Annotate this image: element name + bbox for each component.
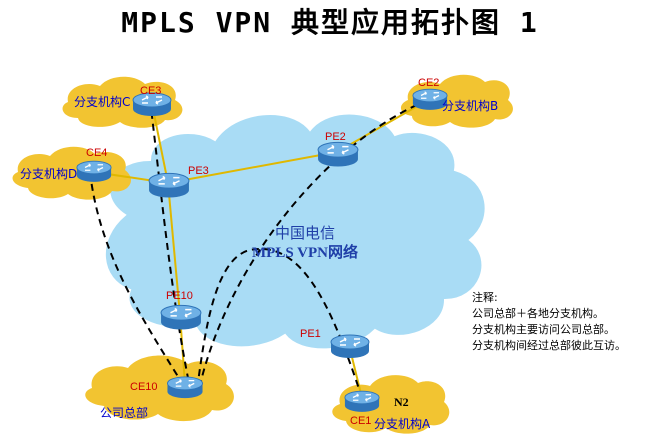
router-pe1-icon[interactable] [330, 334, 370, 359]
notes-line: 分支机构主要访问公司总部。 [472, 322, 615, 336]
label-pe2: PE2 [325, 131, 346, 143]
router-pe10-icon[interactable] [160, 304, 202, 331]
site-cloud-hq [85, 355, 234, 422]
label-n2: N2 [394, 395, 409, 409]
router-pe2-icon[interactable] [317, 141, 359, 168]
site-label-hq: 公司总部 [100, 405, 148, 420]
notes-line: 公司总部＋各地分支机构。 [472, 306, 604, 320]
network-label-line2: MPLS VPN网络 [252, 243, 358, 261]
site-label-a: 分支机构A [374, 416, 431, 431]
label-ce10: CE10 [130, 381, 158, 393]
router-ce1-icon[interactable] [344, 390, 380, 413]
vpn-tunnels [89, 99, 429, 399]
label-pe1: PE1 [300, 328, 321, 340]
site-cloud-b [400, 74, 513, 128]
site-cloud-d [12, 146, 131, 200]
label-pe10: PE10 [166, 290, 193, 302]
notes-heading: 注释: [472, 290, 498, 304]
site-label-d: 分支机构D [20, 166, 77, 181]
network-label-line1: 中国电信 [275, 224, 335, 242]
label-ce3: CE3 [140, 85, 161, 97]
label-pe3: PE3 [188, 165, 209, 177]
label-ce4: CE4 [86, 147, 107, 159]
router-ce4-icon[interactable] [76, 160, 112, 183]
site-label-b: 分支机构B [442, 98, 498, 113]
notes-line: 分支机构间经过总部彼此互访。 [472, 338, 626, 352]
label-ce1: CE1 [350, 415, 371, 427]
router-ce10-icon[interactable] [166, 376, 204, 399]
site-label-c: 分支机构C [74, 94, 130, 109]
diagram-title: MPLS VPN 典型应用拓扑图 1 [121, 6, 538, 39]
notes-block: 注释: 公司总部＋各地分支机构。 分支机构主要访问公司总部。 分支机构间经过总部… [472, 290, 626, 352]
site-cloud-a [332, 375, 450, 434]
label-ce2: CE2 [418, 77, 439, 89]
router-pe3-icon[interactable] [148, 172, 190, 199]
